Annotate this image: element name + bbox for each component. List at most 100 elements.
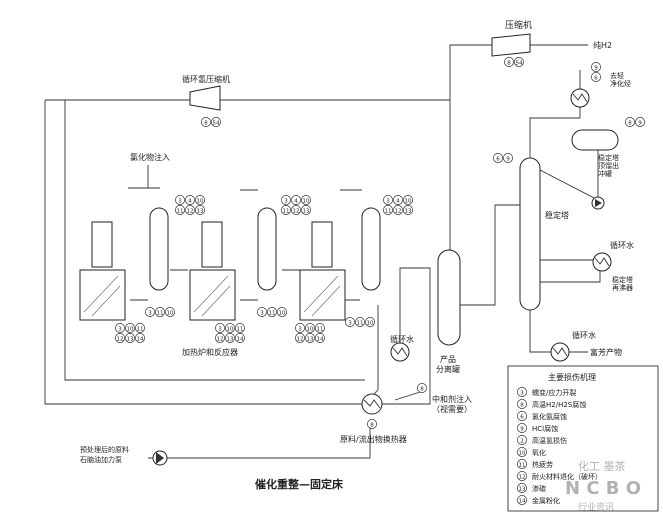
damage-bubble: 13 — [403, 205, 413, 215]
legend-text: 高温H2/H2S腐蚀 — [532, 400, 586, 409]
reactor-2 — [257, 207, 277, 291]
legend-text: 氯化氨腐蚀 — [532, 412, 567, 421]
damage-bubble: 10 — [195, 195, 205, 205]
heater-1 — [79, 221, 126, 321]
heater-2 — [189, 221, 236, 321]
cooling-water-label-1: 循环水 — [390, 334, 414, 344]
damage-bubble-number: 12 — [187, 208, 194, 214]
stabilizer-label: 稳定塔 — [545, 210, 569, 220]
neutralizer-label-1: 中和剂注入 — [432, 394, 472, 404]
heater-reactor-label: 加热炉和反应器 — [182, 347, 238, 357]
damage-bubble: 14 — [135, 333, 145, 343]
damage-bubble-number: 8 — [420, 386, 424, 392]
damage-bubble: 8 — [201, 117, 211, 127]
legend-number: 11 — [519, 462, 526, 468]
damage-bubble-number: 9 — [594, 65, 598, 71]
legend-text: 热疲劳 — [532, 460, 553, 469]
legend-text: HCl腐蚀 — [532, 424, 558, 433]
damage-bubble-number: 12 — [293, 208, 300, 214]
damage-bubble-number: 14 — [317, 336, 324, 342]
damage-bubble: 8 — [417, 383, 427, 393]
damage-bubble: 10 — [225, 323, 235, 333]
damage-bubble-number: 9 — [638, 120, 642, 126]
compressor — [491, 33, 531, 57]
damage-bubble: 6 — [591, 72, 601, 82]
damage-bubble: 11 — [155, 307, 165, 317]
legend-number: 9 — [520, 426, 524, 432]
recycle-compressor-shape — [189, 85, 221, 111]
damage-bubble: 10 — [301, 195, 311, 205]
damage-bubble: 11 — [315, 323, 325, 333]
damage-bubble-number: 3 — [284, 198, 288, 204]
damage-bubble: 54 — [211, 117, 221, 127]
damage-bubble-number: 12 — [297, 336, 304, 342]
damage-bubble-number: 13 — [405, 208, 412, 214]
feed-label-1: 预处理后的原料 — [80, 445, 129, 454]
pure-h2-label: 纯H2 — [593, 40, 612, 50]
product-separator-label-1: 产品 — [440, 354, 456, 364]
damage-bubble-number: 13 — [307, 336, 314, 342]
damage-bubble-number: 3 — [348, 320, 352, 326]
damage-bubble: 12 — [185, 205, 195, 215]
damage-bubble: 10 — [365, 317, 375, 327]
overhead-drum-label-2: 顶馏出 — [598, 161, 619, 170]
damage-bubble-number: 11 — [237, 326, 244, 332]
damage-bubble: 10 — [165, 307, 175, 317]
damage-bubble: 3 — [175, 195, 185, 205]
damage-bubble: 14 — [315, 333, 325, 343]
reflux-pump — [591, 196, 605, 210]
damage-bubble-number: 13 — [227, 336, 234, 342]
damage-bubble-number: 12 — [217, 336, 224, 342]
legend-text: 耐火材料退化（破坏） — [532, 472, 602, 481]
damage-bubble: 10 — [125, 323, 135, 333]
reboiler — [592, 252, 612, 272]
reactor-3 — [361, 207, 381, 291]
damage-bubble-number: 12 — [117, 336, 124, 342]
damage-bubble: 54 — [514, 57, 524, 67]
damage-bubble-number: 13 — [197, 208, 204, 214]
damage-bubble: 3 — [281, 195, 291, 205]
neutralizer-line — [394, 391, 421, 401]
product-separator — [437, 249, 461, 346]
legend-text: 渗碳 — [532, 484, 546, 493]
damage-bubble-number: 10 — [197, 198, 204, 204]
damage-bubble: 11 — [281, 205, 291, 215]
feed-exchanger-label: 原料/流出物换热器 — [340, 434, 407, 444]
damage-bubble: 3 — [345, 317, 355, 327]
damage-bubble-number: 10 — [127, 326, 134, 332]
inner-line — [64, 100, 365, 381]
damage-bubble: 3 — [295, 323, 305, 333]
damage-bubble-number: 8 — [370, 422, 374, 428]
damage-bubble-number: 54 — [213, 120, 220, 126]
damage-bubble-number: 14 — [237, 336, 244, 342]
legend-number: 3 — [520, 390, 524, 396]
damage-bubble: 3 — [115, 323, 125, 333]
bottoms-cooler — [550, 342, 570, 362]
damage-bubble-number: 3 — [218, 326, 222, 332]
damage-bubble: 10 — [305, 323, 315, 333]
overhead-drum-label-1: 稳定塔 — [598, 153, 619, 162]
damage-bubble-number: 10 — [367, 320, 374, 326]
damage-bubble: 12 — [215, 333, 225, 343]
damage-bubble: 3 — [383, 195, 393, 205]
damage-bubble-number: 10 — [227, 326, 234, 332]
reboiler-line — [540, 259, 601, 283]
damage-bubble-number: 3 — [178, 198, 182, 204]
legend-number: 12 — [519, 474, 526, 480]
damage-bubble: 9 — [503, 153, 513, 163]
watermark-text-1: 化工 墨茶 — [578, 459, 626, 473]
legend-text: 金属粉化 — [532, 496, 560, 505]
damage-bubble: 3 — [257, 307, 267, 317]
legend-number: 13 — [519, 486, 526, 492]
damage-bubble-number: 11 — [157, 310, 164, 316]
recycle-top-line-2 — [220, 99, 451, 255]
damage-bubble-number: 11 — [283, 208, 290, 214]
